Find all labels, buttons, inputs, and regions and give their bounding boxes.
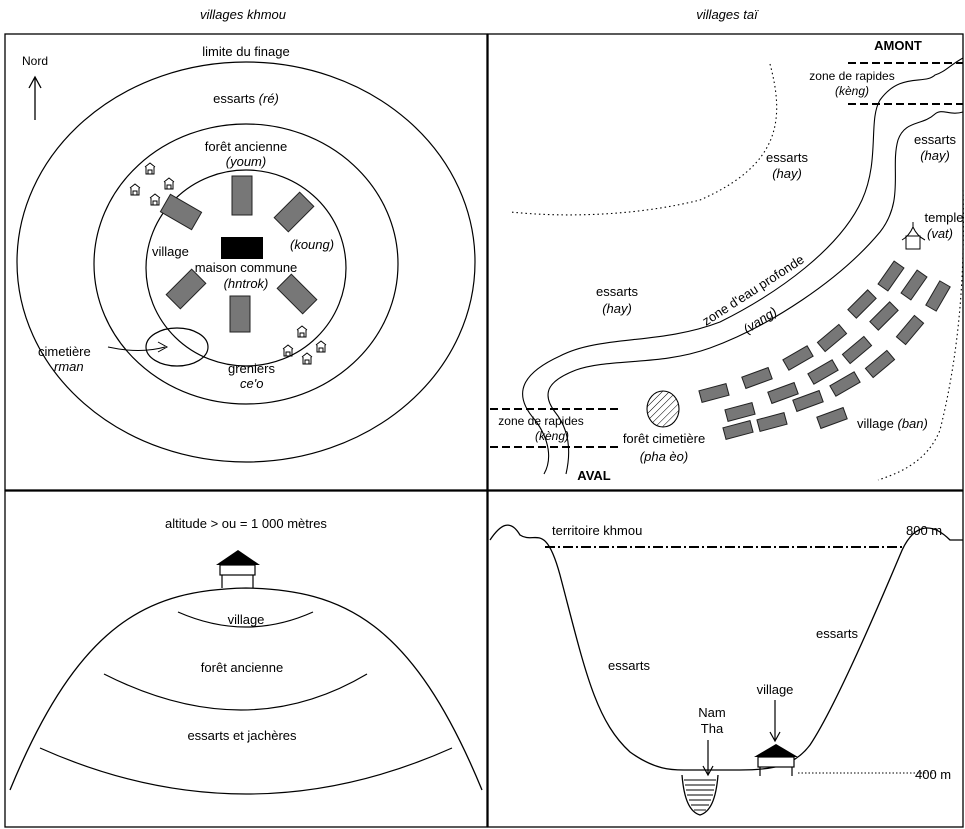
village-label: village bbox=[152, 244, 189, 259]
profile-old-forest-label: forêt ancienne bbox=[201, 660, 283, 675]
house bbox=[273, 191, 315, 233]
common-house bbox=[221, 237, 263, 259]
granary-icons-left bbox=[129, 162, 175, 206]
essarts-left-label: essarts bbox=[596, 284, 638, 299]
header-tai-villages: villages taï bbox=[696, 7, 759, 22]
rapids-downstream-term: (kèng) bbox=[535, 429, 569, 443]
essarts-right-term: (hay) bbox=[920, 148, 950, 163]
cemetery-arrowhead bbox=[157, 341, 169, 353]
essarts-right-label: essarts bbox=[914, 132, 956, 147]
house bbox=[276, 273, 318, 315]
common-house-label: maison commune bbox=[195, 260, 298, 275]
khmou-territory-label: territoire khmou bbox=[552, 523, 642, 538]
altitude-800-label: 800 m bbox=[906, 523, 942, 538]
common-house-term: (hntrok) bbox=[224, 276, 269, 291]
village-arrowhead bbox=[769, 731, 781, 743]
panel-tai-profile bbox=[487, 490, 964, 828]
granaries-term: ce'o bbox=[240, 376, 263, 391]
village-boundary-arc bbox=[877, 189, 964, 481]
profile-tai-village-label: village bbox=[757, 682, 794, 697]
valley-profile bbox=[489, 524, 963, 771]
tai-village-label: village (ban) bbox=[857, 416, 928, 431]
fallows-boundary bbox=[39, 747, 453, 795]
header-khmou-villages: villages khmou bbox=[200, 7, 286, 22]
river-bank-inner bbox=[547, 111, 964, 475]
temple-label: temple bbox=[924, 210, 963, 225]
khmou-profile: altitude > ou = 1 000 mètres village for… bbox=[9, 516, 483, 795]
river-arrowhead bbox=[702, 765, 714, 777]
old-forest-term: (youm) bbox=[226, 154, 266, 169]
river-bank-outer bbox=[522, 57, 964, 475]
cemetery-area bbox=[145, 327, 209, 367]
house bbox=[165, 268, 207, 310]
altitude-400-label: 400 m bbox=[915, 767, 951, 782]
cemetery-forest-term: (pha èo) bbox=[640, 449, 688, 464]
north-arrowhead bbox=[28, 75, 42, 89]
cemetery-forest-label: forêt cimetière bbox=[623, 431, 705, 446]
downstream-label: AVAL bbox=[577, 468, 611, 483]
hut-icon bbox=[216, 550, 260, 588]
old-forest-label: forêt ancienne bbox=[205, 139, 287, 154]
rapids-downstream-label: zone de rapides bbox=[498, 414, 583, 428]
cemetery-label: cimetière bbox=[38, 344, 91, 359]
tai-profile: territoire khmou 800 m essarts essarts N… bbox=[489, 523, 963, 816]
granaries-label: greniers bbox=[228, 361, 275, 376]
panel-khmou-plan bbox=[4, 33, 488, 491]
finage-boundary-ring bbox=[16, 61, 476, 463]
river-name-line2: Tha bbox=[701, 721, 724, 736]
river-name-line1: Nam bbox=[698, 705, 725, 720]
house bbox=[159, 193, 203, 231]
rapids-upstream-label: zone de rapides bbox=[809, 69, 894, 83]
house bbox=[231, 175, 253, 216]
river-channel bbox=[681, 774, 719, 816]
profile-essarts-left: essarts bbox=[608, 658, 650, 673]
village-boundary bbox=[177, 611, 314, 628]
river-water-lines bbox=[684, 779, 716, 811]
profile-fallows-label: essarts et jachères bbox=[187, 728, 297, 743]
north-label: Nord bbox=[22, 54, 48, 68]
khmou-plan: Nord limite du finage essarts (ré) forêt… bbox=[16, 44, 476, 463]
finage-limit-label: limite du finage bbox=[202, 44, 289, 59]
deep-water-term: (vang) bbox=[740, 304, 779, 337]
tai-plan: AMONT zone de rapides (kèng) essarts (ha… bbox=[490, 38, 964, 483]
essarts-boundary-arc bbox=[509, 63, 778, 216]
tai-hut-icon bbox=[754, 744, 798, 776]
temple-term: (vat) bbox=[927, 226, 953, 241]
essarts-center-term: (hay) bbox=[772, 166, 802, 181]
essarts-label: essarts (ré) bbox=[213, 91, 279, 106]
cemetery-pointer bbox=[107, 346, 166, 351]
village-ring bbox=[145, 169, 347, 367]
temple-icon bbox=[901, 222, 926, 250]
cemetery-term: rman bbox=[54, 359, 84, 374]
altitude-label: altitude > ou = 1 000 mètres bbox=[165, 516, 327, 531]
village-term: (koung) bbox=[290, 237, 334, 252]
essarts-center-label: essarts bbox=[766, 150, 808, 165]
panel-khmou-profile bbox=[4, 490, 488, 828]
profile-village-label: village bbox=[228, 612, 265, 627]
mountain-slope bbox=[9, 587, 483, 791]
essarts-left-term: (hay) bbox=[602, 301, 632, 316]
granary-icons-right bbox=[282, 325, 327, 365]
house bbox=[229, 295, 251, 333]
old-forest-ring bbox=[93, 123, 399, 405]
profile-essarts-right: essarts bbox=[816, 626, 858, 641]
upstream-label: AMONT bbox=[874, 38, 922, 53]
old-forest-boundary bbox=[103, 673, 368, 711]
rapids-upstream-term: (kèng) bbox=[835, 84, 869, 98]
tai-village-houses bbox=[698, 260, 951, 441]
cemetery-forest bbox=[646, 390, 680, 428]
